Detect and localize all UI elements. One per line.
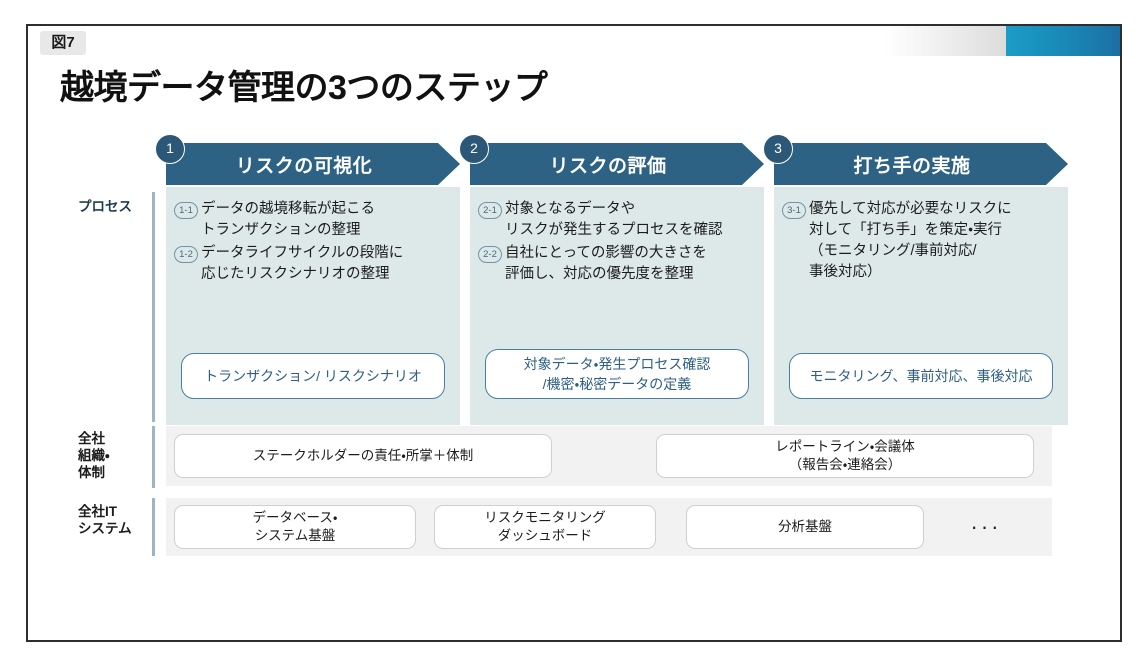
bullet-text: 対象となるデータや リスクが発生するプロセスを確認 bbox=[505, 201, 723, 238]
bullet-number-icon: 2-2 bbox=[478, 246, 502, 263]
step-outcome-box-2: 対象データ・発生プロセス確認 /機密・秘密データの定義 bbox=[485, 349, 749, 399]
ellipsis-icon: ··· bbox=[970, 514, 1002, 539]
chevron-shape-1: リスクの可視化 bbox=[166, 143, 460, 185]
step-header-2: リスクの評価 2 bbox=[459, 134, 764, 185]
row-label-organization: 全社 組織・ 体制 bbox=[78, 431, 110, 480]
step-outcome-box-3: モニタリング、事前対応、事後対応 bbox=[789, 353, 1053, 399]
step-header-1: リスクの可視化 1 bbox=[155, 134, 460, 185]
figure-number-badge: 図7 bbox=[40, 31, 86, 55]
step-panel-3: 3-1 優先して対応が必要なリスクに 対して「打ち手」を策定・実行 （モニタリン… bbox=[774, 187, 1068, 425]
organization-item-1: ステークホルダーの責任・所掌＋体制 bbox=[174, 434, 552, 478]
step-number-badge-3: 3 bbox=[763, 134, 793, 164]
divider-organization bbox=[152, 426, 155, 488]
row-label-it-system: 全社IT システム bbox=[78, 504, 132, 536]
chevron-shape-3: 打ち手の実施 bbox=[774, 143, 1068, 185]
step-column-1: リスクの可視化 1 1-1 データの越境移転が起こる トランザクションの整理 1… bbox=[155, 134, 460, 425]
bullet-item: 1-2 データライフサイクルの段階に 応じたリスクシナリオの整理 bbox=[174, 243, 450, 285]
organization-item-2: レポートライン・会議体 （報告会・連絡会） bbox=[656, 434, 1034, 478]
bullet-text: 自社にとっての影響の大きさを 評価し、対応の優先度を整理 bbox=[505, 245, 707, 282]
bullet-number-icon: 1-1 bbox=[174, 202, 198, 219]
organization-band: ステークホルダーの責任・所掌＋体制 レポートライン・会議体 （報告会・連絡会） bbox=[166, 426, 1052, 486]
step-title-1: リスクの可視化 bbox=[235, 155, 373, 177]
divider-process bbox=[152, 192, 155, 422]
bullet-text: データライフサイクルの段階に 応じたリスクシナリオの整理 bbox=[201, 245, 404, 282]
step-title-3: 打ち手の実施 bbox=[853, 155, 971, 177]
bullet-item: 2-1 対象となるデータや リスクが発生するプロセスを確認 bbox=[478, 199, 754, 241]
bullet-number-icon: 3-1 bbox=[782, 202, 806, 219]
it-system-item-2: リスクモニタリング ダッシュボード bbox=[434, 505, 656, 549]
step-column-3: 打ち手の実施 3 3-1 優先して対応が必要なリスクに 対して「打ち手」を策定・… bbox=[763, 134, 1068, 425]
it-system-item-1: データベース・ システム基盤 bbox=[174, 505, 416, 549]
chevron-shape-2: リスクの評価 bbox=[470, 143, 764, 185]
bullet-number-icon: 2-1 bbox=[478, 202, 502, 219]
bullet-number-icon: 1-2 bbox=[174, 246, 198, 263]
step-title-2: リスクの評価 bbox=[549, 155, 667, 177]
decorative-blue-bar bbox=[1006, 26, 1120, 56]
step-panel-1: 1-1 データの越境移転が起こる トランザクションの整理 1-2 データライフサ… bbox=[166, 187, 460, 425]
it-system-item-3: 分析基盤 bbox=[686, 505, 924, 549]
it-system-band: データベース・ システム基盤 リスクモニタリング ダッシュボード 分析基盤 ··… bbox=[166, 498, 1052, 556]
bullet-item: 2-2 自社にとっての影響の大きさを 評価し、対応の優先度を整理 bbox=[478, 243, 754, 285]
bullet-item: 3-1 優先して対応が必要なリスクに 対して「打ち手」を策定・実行 （モニタリン… bbox=[782, 199, 1058, 283]
row-label-process: プロセス bbox=[78, 199, 132, 214]
divider-it-system bbox=[152, 498, 155, 556]
step-number-badge-2: 2 bbox=[459, 134, 489, 164]
bullet-text: 優先して対応が必要なリスクに 対して「打ち手」を策定・実行 （モニタリング/事前… bbox=[809, 201, 1012, 280]
step-outcome-box-1: トランザクション/ リスクシナリオ bbox=[181, 353, 445, 399]
bullet-item: 1-1 データの越境移転が起こる トランザクションの整理 bbox=[174, 199, 450, 241]
step-header-3: 打ち手の実施 3 bbox=[763, 134, 1068, 185]
step-column-2: リスクの評価 2 2-1 対象となるデータや リスクが発生するプロセスを確認 2… bbox=[459, 134, 764, 425]
decorative-gray-bar bbox=[884, 26, 1006, 56]
step-panel-2: 2-1 対象となるデータや リスクが発生するプロセスを確認 2-2 自社にとって… bbox=[470, 187, 764, 425]
page-title: 越境データ管理の3つのステップ bbox=[60, 69, 548, 107]
step-number-badge-1: 1 bbox=[155, 134, 185, 164]
bullet-text: データの越境移転が起こる トランザクションの整理 bbox=[201, 201, 375, 238]
